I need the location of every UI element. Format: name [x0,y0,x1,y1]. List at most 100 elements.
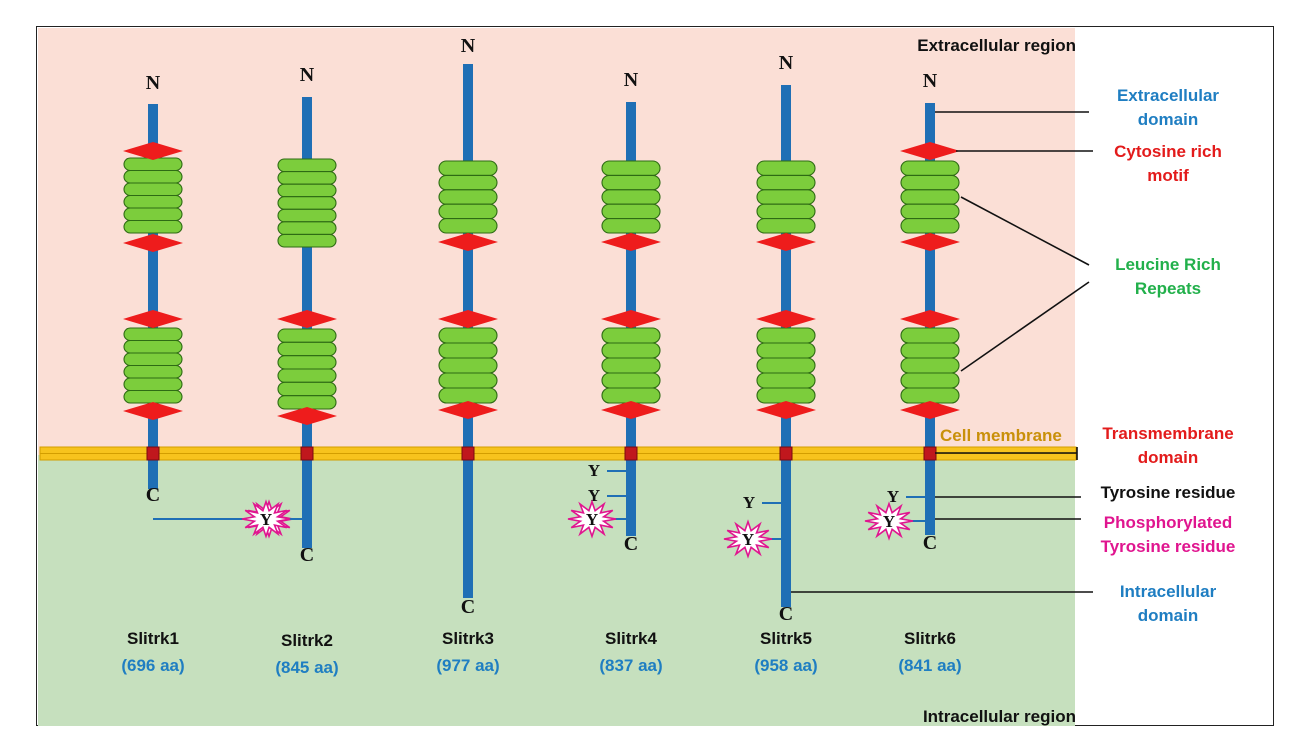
leucine-rich-repeat [123,207,183,222]
legend-phosphorylated-tyrosine-label: Tyrosine residue [1101,537,1236,556]
slitrk-domain-diagram: Extracellular region Intracellular regio… [38,28,1236,726]
leucine-rich-repeat [277,158,337,173]
protein-name: Slitrk1 [127,629,179,648]
leucine-rich-repeat [277,208,337,223]
transmembrane-domain [146,446,160,461]
protein-length: (696 aa) [121,656,184,675]
cysteine-rich-motif [438,310,498,328]
leucine-rich-repeat [756,218,816,234]
protein-length: (841 aa) [898,656,961,675]
c-terminus-label: C [461,596,475,618]
protein-slitrk2: N C Y Slitrk2 (845 aa) [241,64,339,677]
cysteine-rich-motif [900,233,960,251]
protein-slitrk1: NCYSlitrk1(696 aa) [121,72,294,675]
tyrosine-residue-label: Y [588,461,600,480]
transmembrane-domain [923,446,937,461]
leucine-rich-repeat [900,357,960,374]
protein-slitrk3: N C Slitrk3 (977 aa) [436,35,499,675]
leucine-rich-repeat [123,377,183,392]
cysteine-rich-motif [123,402,183,420]
n-terminus-label: N [300,64,315,86]
transmembrane-domain [779,446,793,461]
leucine-rich-repeat [438,189,498,205]
legend-leucine-rich-repeats-label: Repeats [1135,279,1201,298]
leucine-rich-repeat [277,221,337,235]
cysteine-rich-motif [756,233,816,251]
cysteine-rich-motif [756,401,816,419]
leucine-rich-repeat [123,389,183,404]
leucine-rich-repeat [601,189,661,205]
cysteine-rich-motif [601,233,661,251]
leucine-rich-repeat [756,203,816,220]
phospho-tyrosine-label: Y [883,512,895,531]
leucine-rich-repeat [277,233,337,248]
cysteine-rich-motif [438,401,498,419]
legend-leader-line [960,281,1090,372]
phospho-star-icon [567,499,617,539]
protein-name: Slitrk5 [760,629,812,648]
legend-leucine-rich-repeats-label: Leucine Rich [1115,255,1221,274]
protein-name: Slitrk3 [442,629,494,648]
leucine-rich-repeat [601,203,661,220]
c-terminus-label: C [146,484,160,506]
protein-length: (958 aa) [754,656,817,675]
leucine-rich-repeat [601,372,661,389]
legend-transmembrane-domain-label: Transmembrane [1102,424,1233,443]
leucine-rich-repeat [123,364,183,379]
cysteine-rich-motif [900,310,960,328]
phospho-star-icon [241,499,291,539]
intracellular-region-label: Intracellular region [923,707,1076,726]
c-terminus-label: C [300,544,314,566]
tyrosine-residue-label: Y [743,493,755,512]
leucine-rich-repeat [277,341,337,357]
leucine-rich-repeat [900,218,960,234]
protein-length: (845 aa) [275,658,338,677]
cysteine-rich-motif [438,233,498,251]
phospho-tyrosine-label: Y [260,510,272,529]
protein-length: (977 aa) [436,656,499,675]
phospho-star-icon [723,519,773,559]
n-terminus-label: N [779,52,794,74]
leucine-rich-repeat [123,182,183,197]
transmembrane-domain [624,446,638,461]
diagram-frame: Extracellular region Intracellular regio… [36,26,1274,726]
intracellular-region-bg [38,455,1075,726]
leucine-rich-repeat [277,355,337,370]
legend-extracellular-domain-label: domain [1138,110,1198,129]
leucine-rich-repeat [438,160,498,176]
n-terminus-label: N [923,70,938,92]
c-terminus-label: C [779,603,793,625]
protein-group: N C Y Slitrk1 (696 aa) N C Y Slitrk2 (845 aa) N C Sl… [121,35,961,677]
leucine-rich-repeat [277,381,337,397]
leucine-rich-repeat [438,327,498,344]
n-terminus-label: N [461,35,476,57]
leucine-rich-repeat [900,342,960,359]
leucine-rich-repeat [756,357,816,374]
c-terminus-label: C [624,533,638,555]
phospho-tyrosine-label: Y [586,510,598,529]
legend-extracellular-domain-label: Extracellular [1117,86,1219,105]
legend-tyrosine-residue-label: Tyrosine residue [1101,483,1236,502]
leucine-rich-repeat [277,171,337,185]
legend-intracellular-domain-label: Intracellular [1120,582,1217,601]
protein-name: Slitrk2 [281,631,333,650]
transmembrane-domain [461,446,475,461]
cell-membrane-label: Cell membrane [940,426,1062,445]
cysteine-rich-motif [756,310,816,328]
leucine-rich-repeat [123,219,183,234]
legend-cysteine-rich-motif-label: Cytosine rich [1114,142,1222,161]
cysteine-rich-motif [900,142,960,160]
leucine-rich-repeat [756,189,816,205]
leucine-rich-repeat [900,327,960,344]
leucine-rich-repeat [123,169,183,184]
leucine-rich-repeat [601,357,661,374]
leucine-rich-repeat [438,387,498,404]
leucine-rich-repeat [438,203,498,220]
n-terminus-label: N [624,69,639,91]
leucine-rich-repeat [438,218,498,234]
leucine-rich-repeat [438,174,498,191]
cysteine-rich-motif [277,407,337,425]
leucine-rich-repeat [601,218,661,234]
